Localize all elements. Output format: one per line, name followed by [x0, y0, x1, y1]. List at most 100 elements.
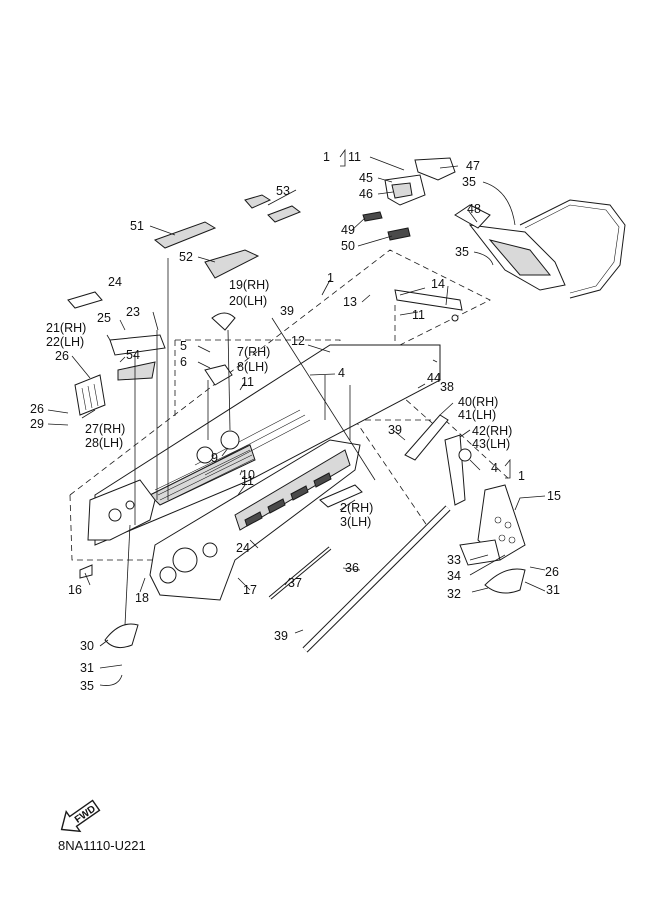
side-frame — [149, 439, 361, 601]
pad-32 — [484, 568, 526, 594]
callout-18: 18 — [135, 591, 149, 605]
frame-cutouts — [244, 472, 332, 527]
tunnel-hole — [220, 430, 240, 450]
cover-19-20 — [211, 312, 236, 331]
callout-25: 25 — [97, 311, 111, 325]
callout-27: 27(RH) — [85, 422, 125, 436]
step-40-41 — [404, 414, 449, 461]
callout-49: 49 — [341, 223, 355, 237]
cover-24 — [67, 291, 103, 309]
callout-43: 43(LH) — [472, 437, 510, 451]
callout-3: 3(LH) — [340, 515, 371, 529]
callout-28: 28(LH) — [85, 436, 123, 450]
callout-9: 9 — [211, 451, 218, 465]
callout-16: 16 — [68, 583, 82, 597]
callout-48: 48 — [467, 202, 481, 216]
callout-24-low: 24 — [236, 541, 250, 555]
bracket-21-22 — [109, 334, 166, 356]
front-bracket — [87, 479, 156, 541]
callout-39-mid: 39 — [388, 423, 402, 437]
callout-51: 51 — [130, 219, 144, 233]
callout-17: 17 — [243, 583, 257, 597]
callout-5: 5 — [180, 339, 187, 353]
guard-27-28 — [74, 374, 106, 416]
callout-44: 44 — [427, 371, 441, 385]
pad-50 — [387, 227, 411, 241]
traction-strips — [153, 194, 302, 279]
callout-39-top: 39 — [280, 304, 294, 318]
callout-34: 34 — [447, 569, 461, 583]
callout-39-low: 39 — [274, 629, 288, 643]
callout-37: 37 — [288, 576, 302, 590]
callout-42: 42(RH) — [472, 424, 512, 438]
diagram-code: 8NA1110-U221 — [58, 838, 146, 853]
frame-hole-2 — [202, 542, 218, 558]
rail-36 — [302, 505, 451, 653]
callout-11-right: 11 — [412, 308, 425, 322]
callout-7: 7(RH) — [237, 345, 270, 359]
leader-lines — [47, 148, 546, 686]
callout-52: 52 — [179, 250, 193, 264]
frame-hole-3 — [159, 566, 177, 584]
callout-22: 22(LH) — [46, 335, 84, 349]
callout-1-frame: 1 — [327, 271, 334, 285]
clip-16 — [79, 564, 93, 579]
rear-support-bar — [394, 289, 463, 322]
callout-31-right: 31 — [546, 583, 560, 597]
tunnel-hole-2 — [196, 446, 214, 464]
callout-6: 6 — [180, 355, 187, 369]
callout-12: 12 — [291, 334, 305, 348]
callout-53: 53 — [276, 184, 290, 198]
rail-37 — [268, 546, 332, 600]
callout-29: 29 — [30, 417, 44, 431]
callout-11-low: 11 — [241, 474, 254, 488]
callout-11-top: 11 — [348, 150, 361, 164]
callout-8: 8(LH) — [237, 360, 268, 374]
callout-26-b: 26 — [30, 402, 44, 416]
callout-35-rack: 35 — [455, 245, 469, 259]
callout-35-top: 35 — [462, 175, 476, 189]
fwd-arrow-icon: FWD — [60, 799, 101, 833]
callout-1-right: 1 — [518, 469, 525, 483]
callout-10: 10 — [241, 468, 255, 482]
callout-35-left: 35 — [80, 679, 94, 693]
callout-4-mid: 4 — [338, 366, 345, 380]
callout-1-top: 1 — [323, 150, 330, 164]
callout-30: 30 — [80, 639, 94, 653]
callout-38: 38 — [440, 380, 454, 394]
callout-50: 50 — [341, 239, 355, 253]
callout-31-left: 31 — [80, 661, 94, 675]
pad-49 — [362, 211, 383, 222]
callout-24: 24 — [108, 275, 122, 289]
callout-46: 46 — [359, 187, 373, 201]
bracket-7-8 — [204, 364, 233, 386]
callout-11-mid: 11 — [241, 375, 254, 389]
callout-21: 21(RH) — [46, 321, 86, 335]
callout-14: 14 — [431, 277, 445, 291]
rear-rack — [454, 199, 626, 299]
hitch-bracket — [384, 157, 456, 206]
callout-40: 40(RH) — [458, 395, 498, 409]
callout-19: 19(RH) — [229, 278, 269, 292]
callout-41: 41(LH) — [458, 408, 496, 422]
frame-hole — [172, 547, 198, 573]
callout-33: 33 — [447, 553, 461, 567]
callout-4-right: 4 — [491, 461, 498, 475]
callout-47: 47 — [466, 159, 480, 173]
callout-26-left: 26 — [55, 349, 69, 363]
callout-45: 45 — [359, 171, 373, 185]
tunnel-footboard — [94, 344, 441, 546]
callout-26-right: 26 — [545, 565, 559, 579]
callout-13: 13 — [343, 295, 357, 309]
plate-54 — [117, 361, 156, 381]
callout-labels: 1 11 45 46 47 35 53 48 49 50 35 51 52 1 … — [30, 150, 561, 693]
footrest — [459, 484, 526, 566]
bracket-42-43 — [444, 434, 466, 506]
callout-54: 54 — [126, 348, 140, 362]
callout-32: 32 — [447, 587, 461, 601]
pad-30 — [104, 623, 139, 649]
callout-2: 2(RH) — [340, 501, 373, 515]
callout-15: 15 — [547, 489, 561, 503]
brace-2-3 — [319, 484, 363, 508]
